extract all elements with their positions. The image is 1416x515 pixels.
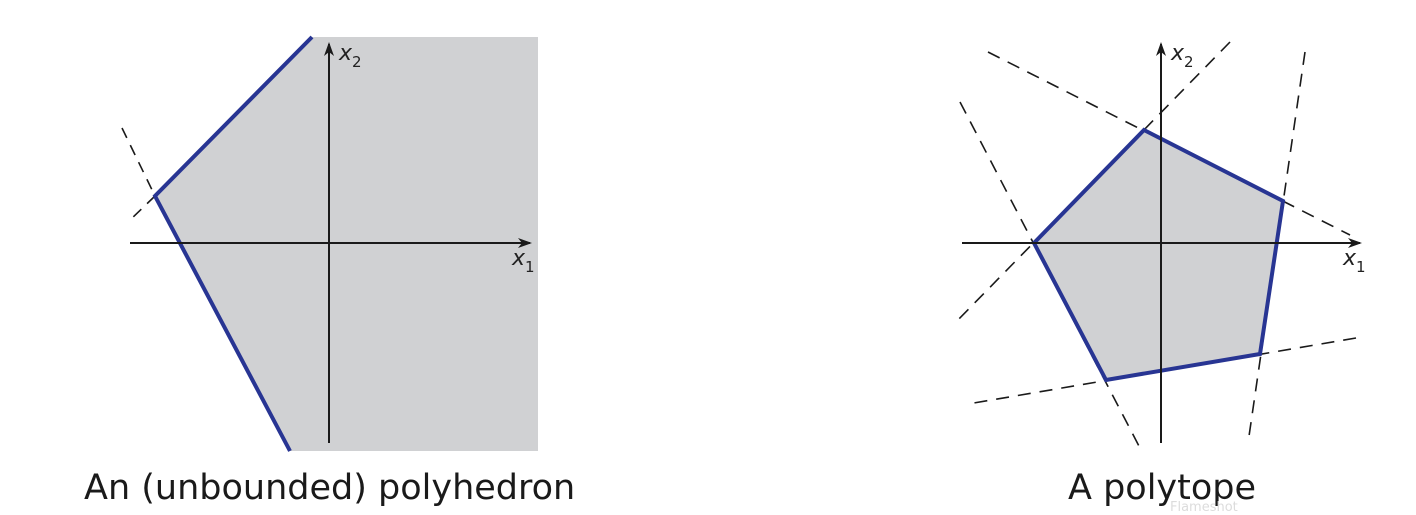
left-caption: An (unbounded) polyhedron [84, 468, 576, 508]
right-boundary [1031, 127, 1286, 383]
left-dashed-constraint [129, 195, 156, 221]
watermark: Flameshot [1170, 500, 1238, 515]
left-x1-label: x1 [511, 246, 535, 276]
right-x2-label: x2 [1170, 41, 1194, 71]
left-boundary [152, 35, 314, 452]
left-x2-label: x2 [338, 41, 362, 71]
right-feasible-region [1034, 130, 1283, 380]
left-dashed-constraint [121, 127, 156, 197]
right-x1-label: x1 [1342, 246, 1366, 276]
left-panel: x1 x2 [121, 35, 538, 452]
right-caption: A polytope [1068, 468, 1257, 508]
right-panel: x1 x2 [954, 41, 1366, 449]
